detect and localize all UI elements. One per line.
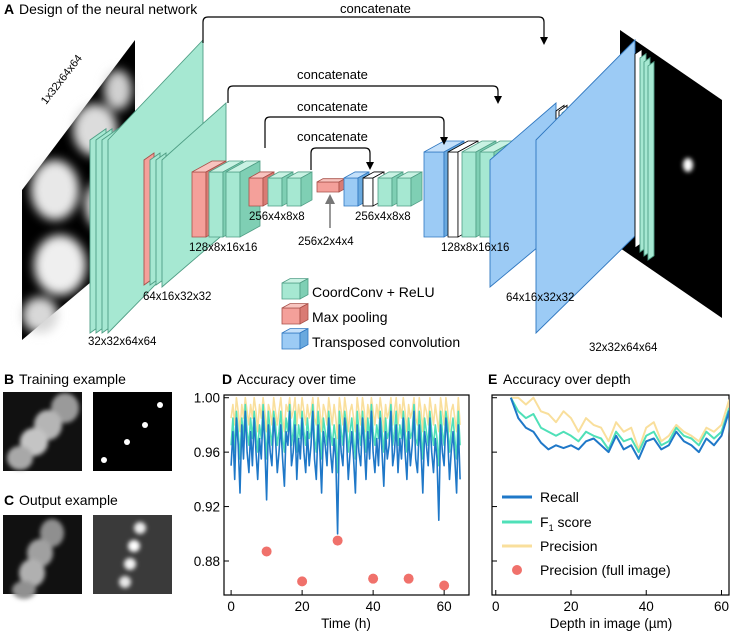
precision-full-image-point	[332, 535, 343, 546]
skip-label-2: concatenate	[297, 67, 368, 82]
y-tick-label: 0.88	[194, 554, 220, 569]
enc-dim-3: 128x8x16x16	[189, 242, 257, 254]
panel-e: E Accuracy over depth 0 20 40 60 Depth in i…	[488, 371, 730, 631]
series-f1-score-line	[230, 403, 461, 474]
enc-dim-2: 64x16x32x32	[143, 291, 211, 303]
legend-f1-label: F1 score	[540, 514, 592, 533]
x-tick-label: 0	[227, 599, 235, 614]
legend-precision-full-marker	[512, 565, 522, 575]
panel-e-letter: E	[488, 371, 497, 387]
dec-dim-2: 128x8x16x16	[441, 242, 509, 254]
chart-e-axes: 0 20 40 60	[492, 397, 729, 614]
skip-arrow-2	[227, 85, 499, 103]
training-target-image	[93, 392, 172, 471]
series-precision-line	[510, 396, 729, 451]
legend-maxpool-label: Max pooling	[312, 309, 388, 325]
series-recall-line	[509, 397, 729, 460]
chart-e-xlabel: Depth in image (µm)	[550, 616, 673, 631]
dec-dim-1: 256x4x8x8	[355, 211, 411, 223]
chart-d-frame	[223, 394, 470, 596]
panel-c-title: Output example	[19, 492, 118, 508]
legend-transposed-label: Transposed convolution	[312, 334, 460, 350]
dec1-transposed-face	[535, 38, 636, 335]
legend-precision-full-label: Precision (full image)	[540, 562, 671, 578]
panel-d-title: Accuracy over time	[237, 371, 356, 387]
chart-legend: Recall F1 score Precision Precision (ful…	[502, 489, 671, 578]
x-tick-label: 60	[714, 599, 729, 614]
legend-swatch-cube	[281, 302, 309, 325]
skip-arrowheads	[366, 37, 548, 170]
legend-maxpool-swatch	[281, 302, 309, 325]
skip-label-1: concatenate	[340, 1, 411, 16]
chart-e-frame	[491, 394, 730, 596]
y-tick-label: 1.00	[194, 391, 220, 406]
chart-d-axes: 0 20 40 60 0.88 0.92 0.96 1.00	[194, 391, 452, 614]
x-tick-label: 60	[437, 599, 452, 614]
y-tick-label: 0.96	[194, 445, 220, 460]
skip-arrow-3	[264, 116, 445, 148]
block-legend: CoordConv + ReLU Max pooling Transposed …	[281, 277, 460, 350]
series-f1-score-line	[509, 397, 729, 454]
precision-full-image-point	[403, 573, 414, 584]
enc-dim-1: 32x32x64x64	[88, 336, 157, 348]
dec-dim-4: 32x32x64x64	[589, 342, 658, 354]
enc4-conv-block	[286, 171, 313, 207]
panel-c: C Output example	[3, 492, 172, 599]
x-tick-label: 20	[295, 599, 310, 614]
chart-e-plot-area	[509, 396, 729, 460]
bottleneck-dim: 256x2x4x4	[298, 236, 354, 248]
panel-a-title: Design of the neural network	[19, 1, 198, 17]
precision-full-image-point	[297, 576, 308, 587]
chart-d-xlabel: Time (h)	[321, 616, 371, 631]
legend-precision-label: Precision	[540, 538, 598, 554]
legend-transposed-swatch	[281, 327, 309, 350]
skip-label-3: concatenate	[297, 99, 368, 114]
series-recall-line	[230, 410, 461, 535]
precision-full-image-point	[368, 573, 379, 584]
legend-coordconv-label: CoordConv + ReLU	[312, 284, 435, 300]
x-tick-label: 40	[639, 599, 654, 614]
enc-dim-4: 256x4x8x8	[249, 211, 305, 223]
dec-dim-3: 64x16x32x32	[506, 292, 574, 304]
output-input-image	[3, 515, 82, 599]
x-tick-label: 0	[492, 599, 500, 614]
dimension-labels: 32x32x64x64 64x16x32x32 128x8x16x16 256x…	[88, 211, 658, 354]
skip-connections	[202, 16, 545, 170]
training-input-image	[3, 392, 82, 471]
dec4-conv-block	[396, 171, 423, 207]
network-blocks	[89, 38, 655, 335]
bottleneck-arrow	[325, 194, 335, 228]
legend-coordconv-swatch	[281, 277, 309, 300]
panel-b-letter: B	[4, 371, 14, 387]
panel-d-letter: D	[222, 371, 232, 387]
x-tick-label: 20	[563, 599, 578, 614]
panel-b-title: Training example	[19, 371, 126, 387]
panel-c-letter: C	[4, 492, 14, 508]
y-tick-label: 0.92	[194, 500, 220, 515]
skip-label-4: concatenate	[297, 129, 368, 144]
output-prediction-image	[93, 515, 172, 594]
panel-a: A Design of the neural network 1x32x64x6…	[4, 1, 722, 354]
panel-e-title: Accuracy over depth	[503, 371, 631, 387]
panel-d: D Accuracy over time 0 20 40 60 0.88 0.92 0.96…	[194, 371, 470, 631]
x-tick-label: 40	[366, 599, 381, 614]
legend-swatch-cube	[281, 277, 309, 300]
skip-arrow-1	[202, 16, 545, 43]
panel-a-letter: A	[4, 1, 14, 17]
series-precision-line	[230, 396, 461, 440]
chart-d-plot-area	[230, 396, 461, 591]
precision-full-image-point	[439, 580, 450, 591]
input-dims-label: 1x32x64x64	[39, 53, 85, 107]
panel-b: B Training example	[3, 371, 172, 471]
precision-full-image-point	[261, 546, 272, 557]
skip-arrow-4	[310, 147, 371, 170]
legend-recall-label: Recall	[540, 489, 579, 505]
legend-swatch-cube	[281, 327, 309, 350]
bottleneck-maxpool-block	[316, 178, 346, 193]
dec1-conv-block	[647, 60, 655, 261]
